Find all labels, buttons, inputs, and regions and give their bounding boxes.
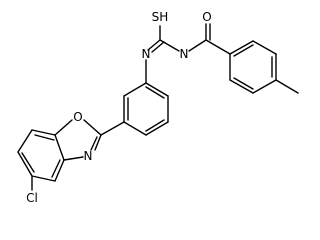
- bond: [31, 175, 56, 182]
- nitrogen-amide-label: N: [180, 47, 189, 61]
- atom-labels: SH O N N O N Cl: [26, 10, 212, 205]
- bond: [63, 156, 84, 161]
- bond: [188, 39, 207, 52]
- bond: [275, 79, 299, 94]
- bond: [145, 82, 169, 97]
- bond: [100, 121, 125, 136]
- bond: [17, 129, 33, 153]
- bond: [252, 40, 277, 55]
- bond: [31, 129, 56, 136]
- bond: [83, 119, 102, 136]
- bond: [205, 39, 231, 55]
- bond: [233, 44, 254, 57]
- bond: [34, 134, 55, 141]
- bond: [252, 79, 277, 94]
- bond: [151, 41, 165, 53]
- bond: [123, 121, 147, 136]
- bond: [51, 159, 61, 178]
- bonds: [17, 23, 299, 191]
- bond: [17, 151, 33, 177]
- bond: [145, 86, 165, 99]
- bond: [233, 77, 254, 90]
- bond: [21, 152, 35, 173]
- nitrogen-thiourea-label: N: [142, 47, 151, 61]
- bond: [159, 39, 180, 52]
- structure-canvas: SH O N N O N Cl: [17, 10, 299, 205]
- nitrogen-oxazole-label: N: [84, 149, 93, 163]
- bond: [90, 136, 98, 151]
- bond: [54, 119, 73, 136]
- bond: [145, 121, 169, 136]
- bond: [229, 40, 254, 55]
- chlorine-label: Cl: [26, 191, 38, 205]
- bond: [147, 39, 161, 51]
- bond: [229, 79, 254, 94]
- oxygen-carbonyl-label: O: [202, 10, 211, 24]
- bond: [94, 134, 102, 151]
- bond: [54, 159, 65, 182]
- sulfur-label: SH: [152, 10, 169, 24]
- bond: [54, 134, 65, 161]
- molecule-structure: SH O N N O N Cl: [17, 10, 299, 205]
- oxygen-oxazole-label: O: [73, 110, 82, 124]
- bond: [145, 119, 165, 132]
- bond: [123, 82, 147, 97]
